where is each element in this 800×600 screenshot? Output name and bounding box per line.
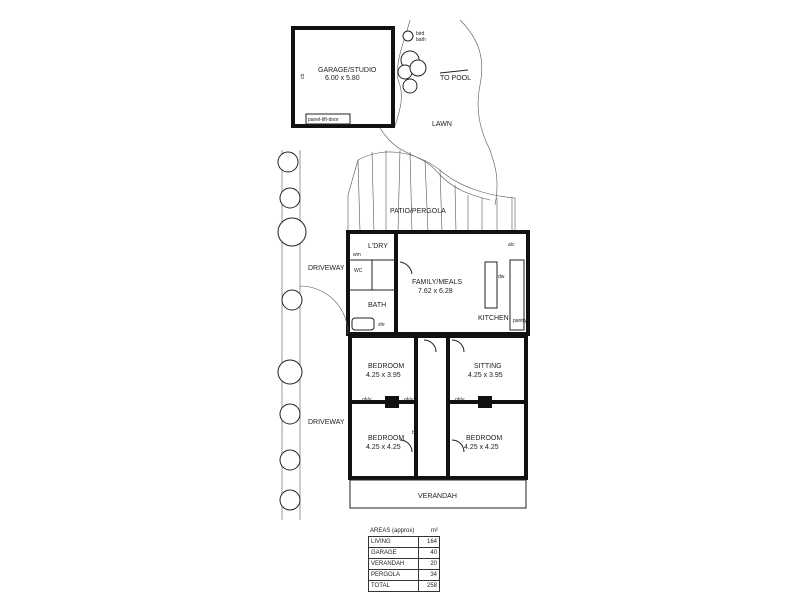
panel-lift-door-label: panel-lift-door <box>308 117 339 123</box>
areas-unit: m² <box>431 528 438 534</box>
patio-pergola: PATIO/PERGOLA <box>347 149 516 233</box>
area-value: 20 <box>418 559 437 569</box>
shrub-icon <box>402 78 418 94</box>
bathtub-icon <box>351 317 375 331</box>
fireplace-icon <box>385 396 399 408</box>
driveway: DRIVEWAY DRIVEWAY <box>277 150 349 520</box>
area-name: LIVING <box>371 539 391 545</box>
dishwasher-label: dw <box>498 274 505 280</box>
bird-bath-label-1: bird <box>416 31 425 37</box>
panel-lift-door <box>305 113 351 125</box>
kitchen-bench <box>509 259 525 331</box>
tree-icon <box>279 489 301 511</box>
gate-swing-icon <box>299 285 349 335</box>
kitchen-label: KITCHEN <box>478 315 509 322</box>
ohlv-label: oh/v <box>362 397 372 403</box>
area-name: TOTAL <box>371 583 390 589</box>
fireplace-icon <box>478 396 492 408</box>
area-name: VERANDAH <box>371 561 405 567</box>
verandah-outline <box>349 479 527 509</box>
bird-bath-label-2: bath <box>416 37 426 43</box>
wm-label: wm <box>353 252 361 258</box>
front-wing-walls <box>348 334 528 480</box>
areas-table: AREAS (approx) m² LIVING 164 GARAGE 40 VER… <box>368 528 440 592</box>
areas-row: LIVING 164 <box>369 537 439 548</box>
driveway-label-upper: DRIVEWAY <box>308 265 345 272</box>
pergola-beams <box>409 151 513 233</box>
areas-title: AREAS (approx) <box>370 528 415 534</box>
area-value: 258 <box>418 581 437 591</box>
tree-icon <box>277 359 303 385</box>
door-swing-icon <box>399 439 413 453</box>
tree-icon <box>277 217 307 247</box>
sitting-dims: 4.25 x 3.95 <box>468 372 503 379</box>
lawn-edge-right <box>459 19 498 206</box>
areas-row: GARAGE 40 <box>369 548 439 559</box>
pergola-outline <box>357 151 516 199</box>
family-label: FAMILY/MEALS <box>412 279 462 286</box>
garage-label: GARAGE/STUDIO <box>318 67 377 74</box>
tree-icon <box>277 151 299 173</box>
laundry-label: L'DRY <box>368 243 388 250</box>
patio-label: PATIO/PERGOLA <box>390 208 446 215</box>
to-pool-label: TO POOL <box>440 75 471 82</box>
garage-studio: panel-lift-door GARAGE/STUDIO 6.00 x 5.8… <box>291 26 395 128</box>
garden: bird bath TO POOL LAWN <box>379 19 498 206</box>
tree-icon <box>279 403 301 425</box>
driveway-label-lower: DRIVEWAY <box>308 419 345 426</box>
wc-label: WC <box>354 268 363 274</box>
door-swing-icon <box>451 439 465 453</box>
door-swing-icon <box>399 261 413 275</box>
tree-icon <box>281 289 303 311</box>
bath-label: BATH <box>368 302 386 309</box>
pergola-outline <box>347 159 359 196</box>
area-value: 164 <box>418 537 437 547</box>
room-labels: L'DRY wm WC BATH shr FAMILY/MEALS 7.62 x… <box>353 242 527 451</box>
ohlv-label: oh/v <box>455 397 465 403</box>
family-dims: 7.62 x 6.28 <box>418 288 453 295</box>
bedroom-2-label: BEDROOM <box>368 435 404 442</box>
shower-label: shr <box>378 322 385 328</box>
areas-row: VERANDAH 20 <box>369 559 439 570</box>
shrub-icon <box>409 59 427 77</box>
bedroom-1-label: BEDROOM <box>368 363 404 370</box>
sitting-label: SITTING <box>474 363 502 370</box>
garage-dims: 6.00 x 5.80 <box>325 75 360 82</box>
area-value: 40 <box>418 548 437 558</box>
kitchen-island <box>484 261 498 309</box>
bir-label: bir <box>412 430 418 436</box>
pantry-label: pantry <box>513 318 527 324</box>
areas-row: PERGOLA 34 <box>369 570 439 581</box>
area-value: 34 <box>418 570 437 580</box>
verandah-label: VERANDAH <box>418 493 457 500</box>
tree-icon <box>279 187 301 209</box>
areas-header: AREAS (approx) m² <box>368 528 440 536</box>
bedroom-3-label: BEDROOM <box>466 435 502 442</box>
areas-row: TOTAL 258 <box>369 581 439 591</box>
garage-walls <box>291 26 395 128</box>
area-name: PERGOLA <box>371 572 401 578</box>
verandah: VERANDAH <box>349 479 527 509</box>
bedroom-1-dims: 4.25 x 3.95 <box>366 372 401 379</box>
area-name: GARAGE <box>371 550 397 556</box>
bedroom-2-dims: 4.25 x 4.25 <box>366 444 401 451</box>
bird-bath-icon <box>402 30 414 42</box>
door-swing-icon <box>423 339 437 353</box>
bedroom-3-dims: 4.25 x 4.25 <box>464 444 499 451</box>
lawn-label: LAWN <box>432 121 452 128</box>
aircon-label: a/c <box>508 242 515 248</box>
pergola-beams <box>357 149 401 233</box>
ohlv-label: oh/v <box>404 397 414 403</box>
carport-note: cb <box>300 74 306 80</box>
to-pool-arrow-icon <box>439 69 469 74</box>
tree-icon <box>279 449 301 471</box>
door-swing-icon <box>451 339 465 353</box>
house-walls <box>346 230 530 480</box>
